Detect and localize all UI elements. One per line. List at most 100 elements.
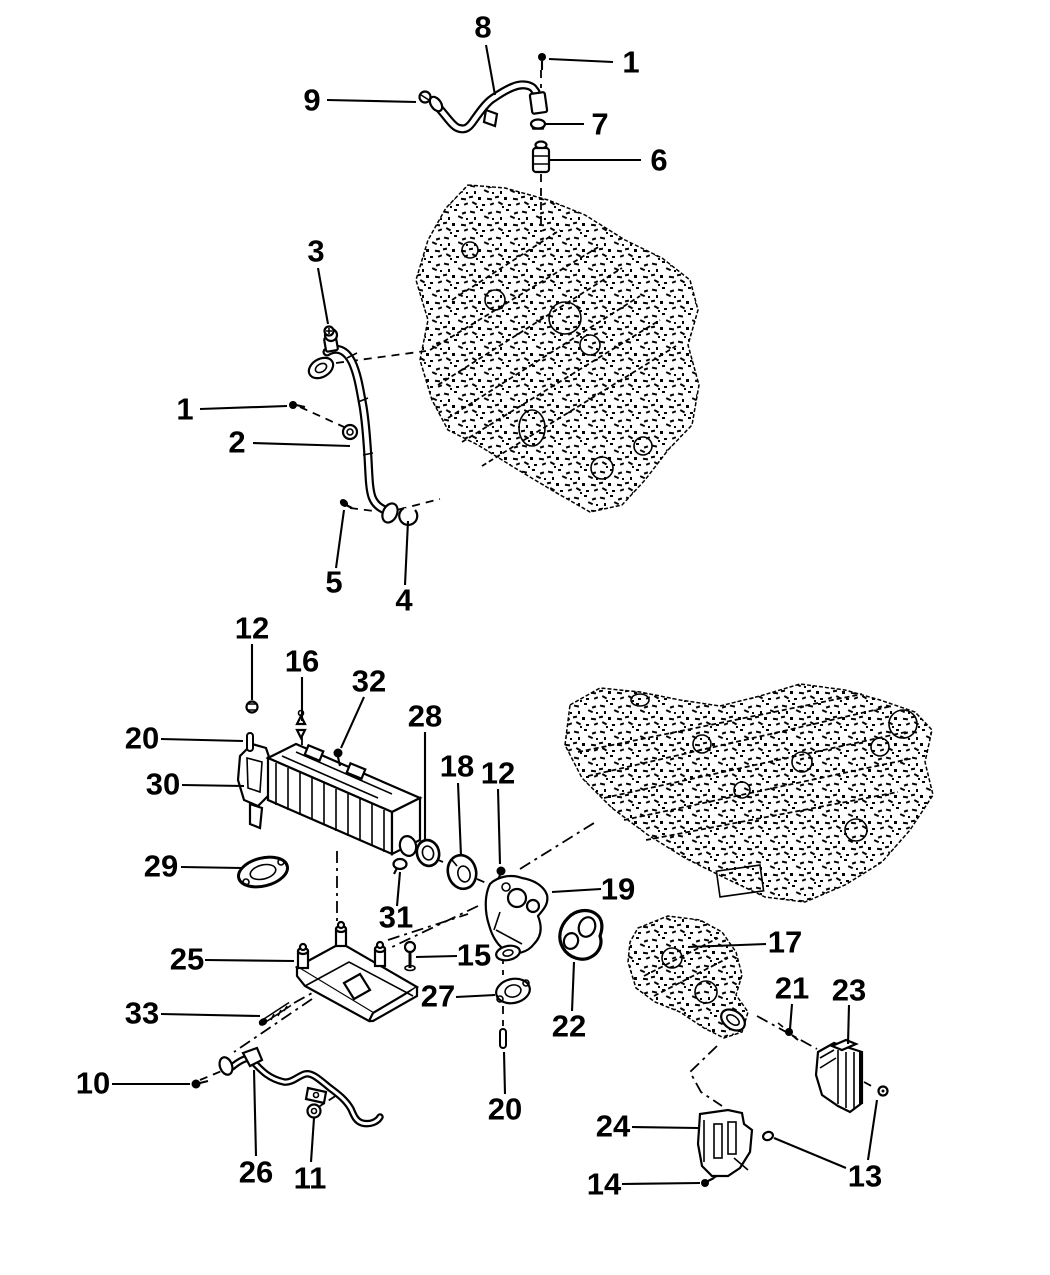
callout-label-23-27: 23 <box>832 973 866 1008</box>
callout-21-leader <box>788 1003 794 1030</box>
oil-tube-26 <box>218 1046 384 1128</box>
callout-label-1-1: 1 <box>622 45 639 80</box>
callout-label-21-26: 21 <box>775 971 809 1006</box>
connector-line-21 <box>863 1081 876 1089</box>
hose-bracket-tab <box>482 108 499 128</box>
callout-32-leader <box>340 696 365 749</box>
bolt-3 <box>323 325 335 337</box>
callout-label-5-8: 5 <box>325 565 342 600</box>
callout-label-17-25: 17 <box>768 925 802 960</box>
cooler-outlet-port <box>398 835 418 857</box>
callout-2-leader <box>252 441 351 448</box>
callout-17-leader <box>687 942 767 949</box>
bolt-32 <box>333 748 343 767</box>
nut-11 <box>306 1103 322 1119</box>
plug-31 <box>392 857 408 875</box>
callout-label-1-6: 1 <box>176 392 193 427</box>
nut-7 <box>529 118 547 130</box>
connector-line-10 <box>476 878 492 886</box>
callout-label-20-32: 20 <box>488 1092 522 1127</box>
callout-33-leader <box>160 1012 261 1018</box>
callout-31-leader <box>395 871 402 907</box>
callout-14-leader <box>621 1181 701 1186</box>
oring-28 <box>415 838 441 868</box>
callout-label-32-12: 32 <box>352 664 386 699</box>
callout-9-leader <box>326 98 417 104</box>
shield-23 <box>814 1038 864 1114</box>
connector-line-5 <box>349 507 375 512</box>
bolt-5 <box>339 499 353 509</box>
callout-label-29-18: 29 <box>144 849 178 884</box>
bolt-13-left <box>762 1130 774 1142</box>
bracket-24 <box>696 1108 754 1178</box>
callout-label-9-2: 9 <box>303 83 320 118</box>
callout-label-28-13: 28 <box>408 699 442 734</box>
callout-label-24-33: 24 <box>596 1109 631 1144</box>
callout-label-27-23: 27 <box>421 979 455 1014</box>
stud-33 <box>258 1001 292 1026</box>
bolt-13-right <box>877 1085 889 1097</box>
cooler-inlet-flange <box>236 742 272 808</box>
water-tube-2 <box>307 327 399 524</box>
callout-25-leader <box>204 958 295 963</box>
pin-20-left <box>246 732 254 752</box>
callout-18-leader <box>456 782 463 857</box>
gasket-29 <box>237 855 289 889</box>
bolt-15 <box>403 940 417 972</box>
callout-8-leader <box>484 44 497 96</box>
tube-mount-tab <box>304 1086 328 1105</box>
callout-20-leader <box>160 737 244 743</box>
callout-label-15-22: 15 <box>457 938 491 973</box>
callout-4-leader <box>403 520 410 586</box>
gasket-22 <box>558 908 604 961</box>
callout-label-20-16: 20 <box>125 721 159 756</box>
hose-elbow-fitting <box>528 91 549 115</box>
tube-side-port <box>341 423 359 441</box>
callout-label-6-4: 6 <box>650 143 667 178</box>
callout-22-leader <box>570 961 576 1012</box>
callout-label-25-21: 25 <box>170 942 204 977</box>
tube-clamp-ear <box>241 1046 264 1068</box>
connector-line-16 <box>233 998 313 1053</box>
callout-label-19-20: 19 <box>601 872 635 907</box>
callout-label-11-31: 11 <box>294 1161 327 1196</box>
callout-27-leader <box>455 993 496 999</box>
bracket-25 <box>294 920 420 1023</box>
callout-13-leader <box>866 1099 879 1161</box>
bolt-1-mid <box>289 401 306 409</box>
callout-label-30-17: 30 <box>146 767 180 802</box>
connector-line-4 <box>299 406 345 428</box>
callout-29-leader <box>180 865 243 870</box>
callout-11-leader <box>309 1117 316 1163</box>
callout-26-leader <box>252 1069 258 1157</box>
callout-30-leader <box>181 783 245 788</box>
connector-line-6 <box>384 498 441 514</box>
callout-23-leader <box>846 1004 851 1045</box>
callout-label-8-0: 8 <box>474 10 491 45</box>
fitting-6 <box>531 140 551 174</box>
callout-label-22-24: 22 <box>552 1009 586 1044</box>
clip-9 <box>418 90 432 104</box>
bolt-21 <box>777 1022 799 1041</box>
callout-12-leader <box>496 788 502 865</box>
callout-label-7-3: 7 <box>591 107 608 142</box>
callout-15-leader <box>415 954 458 959</box>
callout-label-2-7: 2 <box>228 425 245 460</box>
callout-3-leader <box>316 267 330 325</box>
callout-label-33-28: 33 <box>125 996 159 1031</box>
callout-label-14-34: 14 <box>587 1167 622 1202</box>
engine-head-right <box>564 683 934 903</box>
callout-1-leader <box>199 404 288 411</box>
callout-13-leader <box>773 1137 847 1169</box>
callout-24-leader <box>631 1125 699 1130</box>
connector-17 <box>627 915 749 1039</box>
callout-label-10-29: 10 <box>76 1066 110 1101</box>
callout-19-leader <box>551 887 602 894</box>
callout-label-12-15: 12 <box>481 756 515 791</box>
vent-hose-8 <box>428 80 549 134</box>
callout-1-leader <box>548 57 614 64</box>
bolt-1-top <box>538 53 546 70</box>
